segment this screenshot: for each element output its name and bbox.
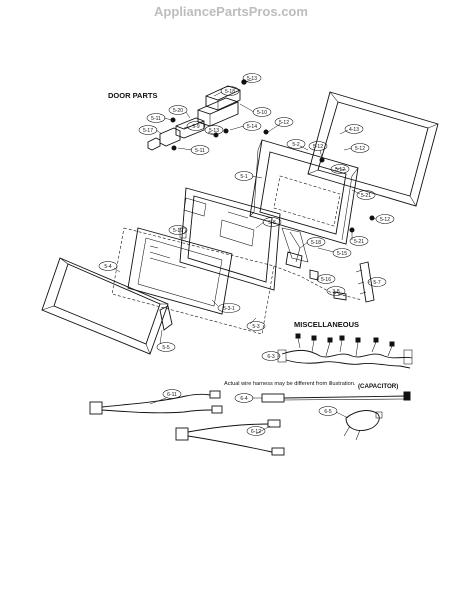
- callout: 5-15: [317, 247, 352, 258]
- capacitor: [343, 410, 383, 441]
- callout: 5-21: [351, 189, 376, 200]
- svg-text:5-12: 5-12: [279, 120, 289, 126]
- callout: 5-19: [168, 225, 188, 235]
- lead-wire-assembly-upper: [89, 390, 223, 415]
- callout: 5-17: [138, 125, 163, 135]
- callout: 5-1: [234, 171, 263, 181]
- svg-text:5-16: 5-16: [321, 277, 331, 283]
- callout: 5-7: [367, 277, 387, 287]
- lead-wire: [261, 391, 411, 403]
- callout: 5-4: [98, 261, 121, 273]
- svg-text:5-13: 5-13: [247, 76, 257, 82]
- svg-text:5-7: 5-7: [373, 280, 380, 286]
- svg-text:5-8: 5-8: [268, 220, 275, 226]
- capacitor-heading: (CAPACITOR): [358, 383, 398, 390]
- callout: 5-12: [308, 141, 328, 159]
- svg-text:5-13: 5-13: [209, 128, 219, 134]
- svg-text:5-17: 5-17: [143, 128, 153, 134]
- callout: 5-2: [286, 139, 309, 151]
- svg-text:5-3: 5-3: [252, 324, 259, 330]
- svg-text:5-12: 5-12: [380, 217, 390, 223]
- callout: 5-14: [229, 121, 262, 131]
- callout: 6-5: [318, 406, 349, 419]
- callout: 5-12: [267, 117, 294, 133]
- callout: 5-12: [330, 164, 350, 174]
- wire-harness-note: Actual wire harness may be different fro…: [224, 381, 356, 387]
- svg-text:5-20: 5-20: [173, 108, 183, 114]
- latch-hook-parts: [273, 251, 375, 303]
- callout: 5-16: [316, 274, 336, 284]
- miscellaneous-heading: MISCELLANEOUS: [294, 320, 359, 329]
- svg-text:3-8: 3-8: [332, 289, 339, 295]
- svg-text:5-14: 5-14: [247, 124, 257, 130]
- svg-text:5-3-1: 5-3-1: [223, 306, 235, 312]
- svg-text:4-13: 4-13: [349, 127, 359, 133]
- door-panel-assembly: [249, 139, 375, 263]
- callout: 5-12: [343, 143, 370, 153]
- door-screen: [111, 227, 275, 335]
- callout: 6-3: [261, 351, 281, 361]
- outer-door-glass: [41, 257, 173, 355]
- callout: 5-3-1: [211, 299, 241, 313]
- svg-text:5-11: 5-11: [151, 116, 161, 122]
- callout: 6-11: [149, 389, 182, 405]
- svg-text:6-3: 6-3: [267, 354, 274, 360]
- svg-text:6-4: 6-4: [240, 396, 247, 402]
- svg-text:5-21: 5-21: [361, 193, 371, 199]
- callout: 5-8: [255, 217, 282, 229]
- svg-text:5-11: 5-11: [195, 148, 205, 154]
- lead-wire-assembly-lower: [175, 419, 285, 456]
- callout: 3-8: [326, 286, 346, 296]
- svg-text:5-18: 5-18: [225, 89, 235, 95]
- wire-harness: [277, 333, 413, 369]
- door-choke-frame: [307, 91, 439, 207]
- svg-text:5-4: 5-4: [104, 264, 111, 270]
- svg-text:5-12: 5-12: [355, 146, 365, 152]
- callout: 5-13: [204, 125, 224, 136]
- svg-text:5-9: 5-9: [192, 124, 199, 130]
- svg-text:5-12: 5-12: [335, 167, 345, 173]
- svg-text:5-18: 5-18: [311, 240, 321, 246]
- callout: 5-13: [242, 73, 262, 83]
- callout: 5-18: [299, 237, 326, 249]
- door-parts-heading: DOOR PARTS: [108, 91, 157, 100]
- svg-text:5-21: 5-21: [354, 239, 364, 245]
- svg-text:5-2: 5-2: [292, 142, 299, 148]
- callout: 5-11: [177, 145, 210, 155]
- svg-text:6-12: 6-12: [251, 429, 261, 435]
- svg-text:6-5: 6-5: [324, 409, 331, 415]
- svg-text:5-12: 5-12: [313, 144, 323, 150]
- watermark: AppliancePartsPros.com: [154, 4, 308, 19]
- callout: 4-13: [339, 124, 364, 135]
- callout: 5-10: [239, 103, 272, 117]
- callout: 5-11: [146, 113, 173, 123]
- callout: 5-21: [349, 232, 369, 246]
- callout: 5-3: [246, 317, 266, 331]
- callout: 6-4: [234, 393, 262, 403]
- callout: 5-12: [371, 214, 395, 224]
- svg-text:5-15: 5-15: [337, 251, 347, 257]
- svg-text:5-5: 5-5: [162, 345, 169, 351]
- callout: 5-9: [183, 121, 206, 131]
- svg-text:6-11: 6-11: [167, 392, 177, 398]
- door-frame: [179, 187, 281, 291]
- callout: 5-5: [156, 329, 176, 352]
- callout: 6-12: [246, 425, 271, 436]
- door-latch-parts: [147, 79, 269, 151]
- callouts: 5-13 5-18 5-10 5-20 5-11 5-9 5-13 5-14 5…: [98, 73, 395, 436]
- svg-text:5-19: 5-19: [173, 228, 183, 234]
- callout: 5-20: [168, 105, 191, 119]
- svg-text:5-10: 5-10: [257, 110, 267, 116]
- svg-text:5-1: 5-1: [240, 174, 247, 180]
- callout: 5-18: [213, 86, 240, 97]
